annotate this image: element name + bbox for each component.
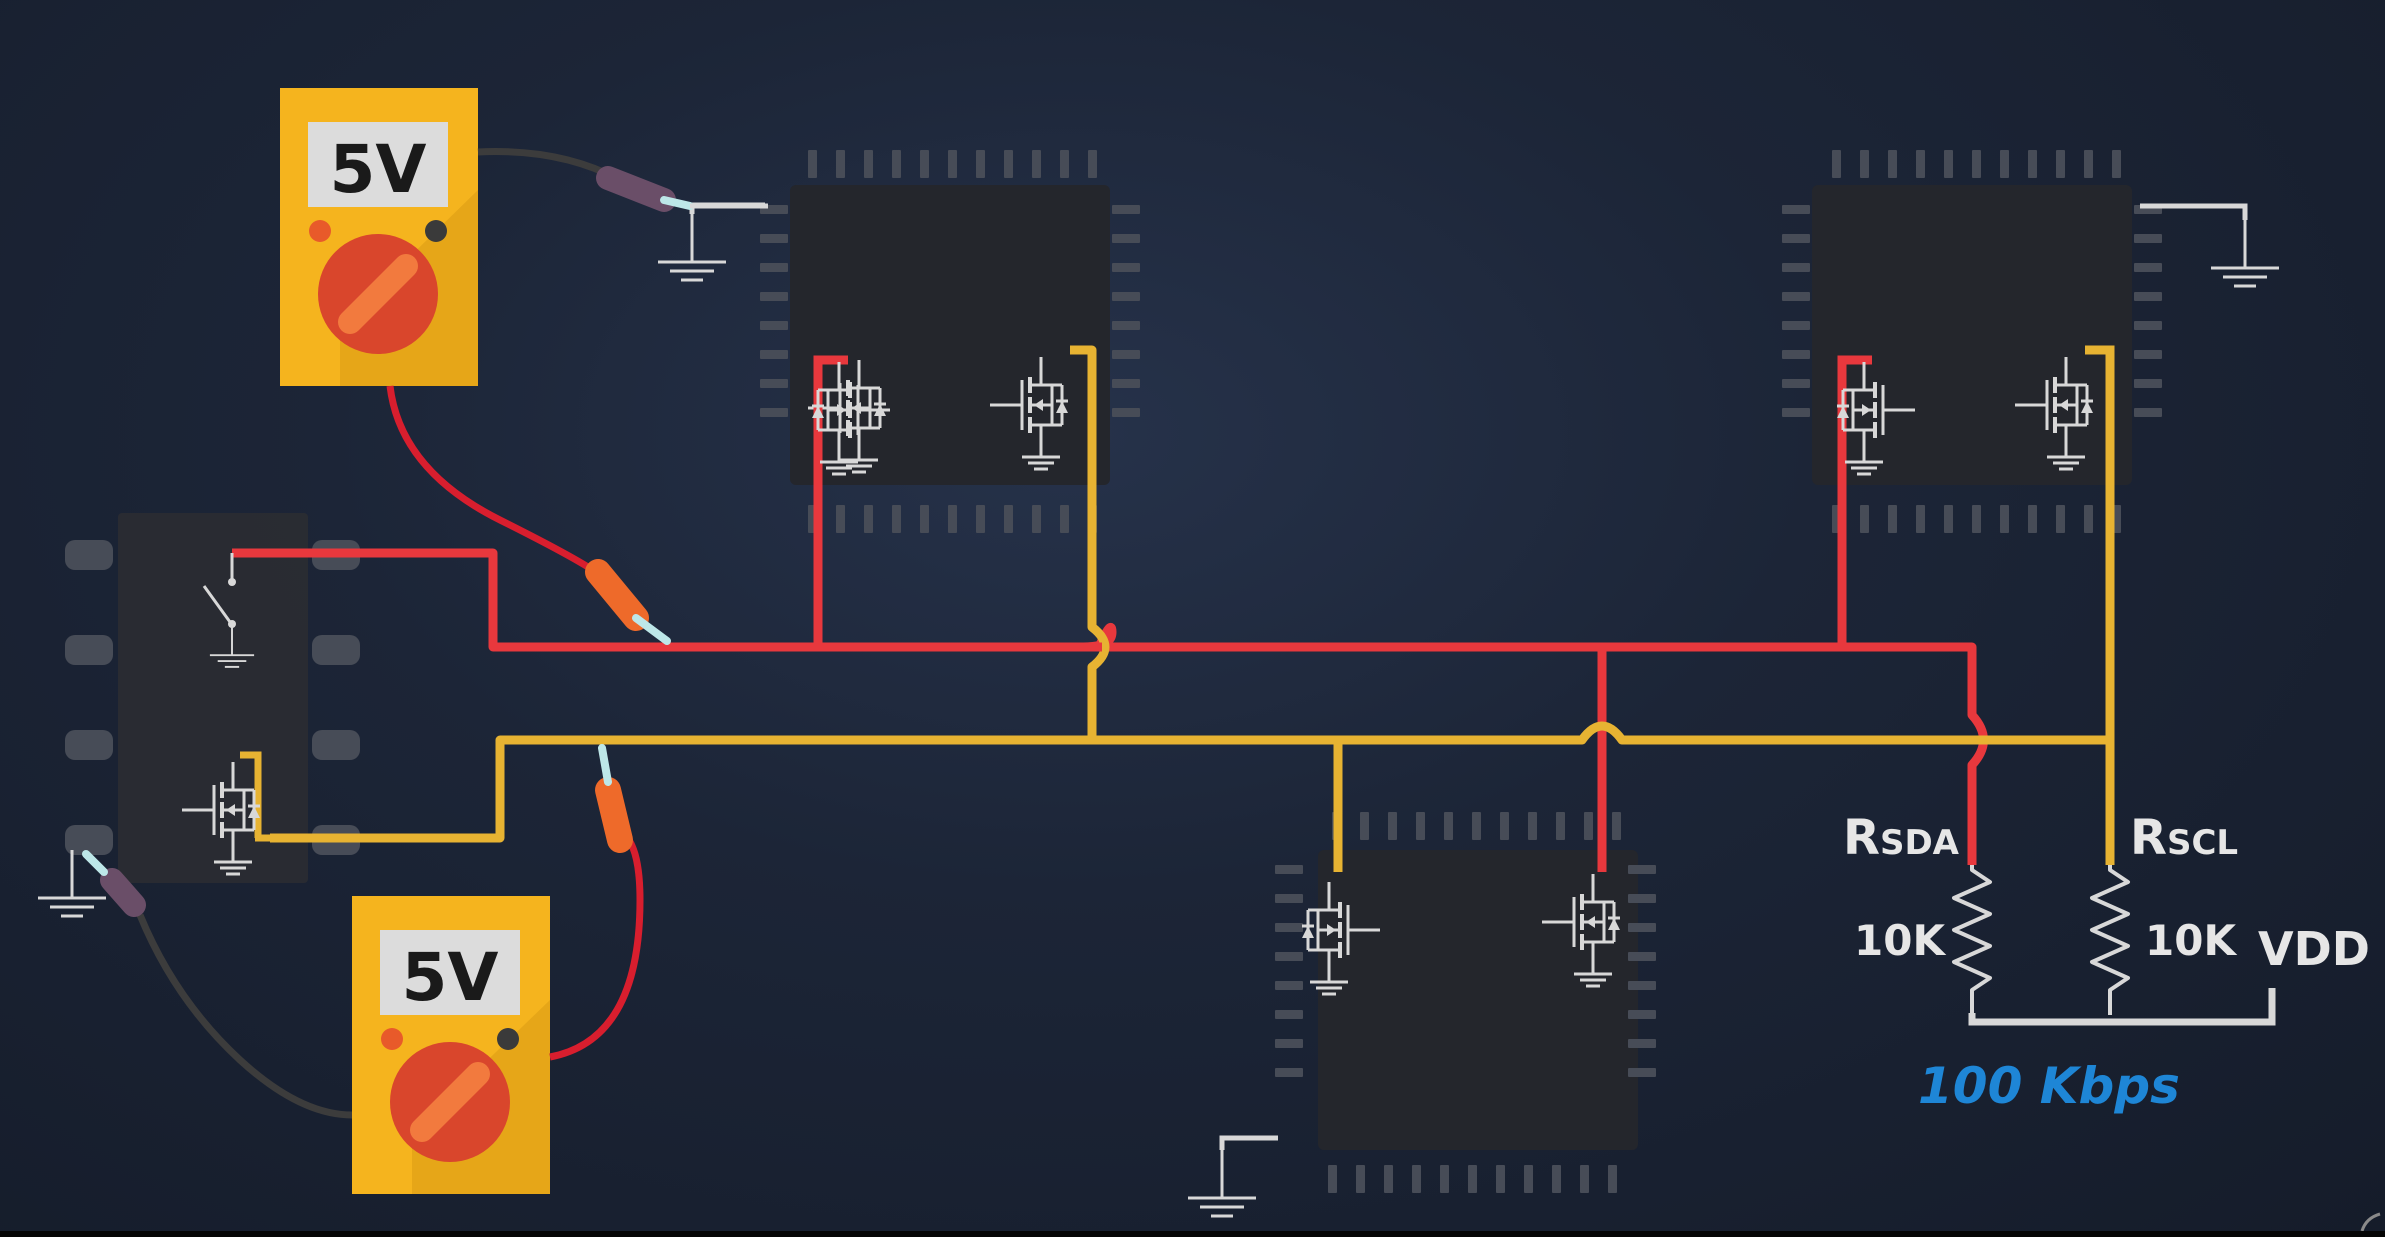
- meter-bottom-black-lead: [136, 913, 353, 1119]
- probe-top-black-icon: [596, 166, 694, 212]
- meter-top-reading: 5V: [329, 131, 426, 208]
- vdd-rail: [1968, 988, 2276, 1026]
- device-chip-3: [1275, 812, 1656, 1193]
- probe-top-red-icon: [585, 559, 671, 645]
- scl-bus-line: [270, 721, 2110, 843]
- corner-mark-icon: [2360, 1212, 2381, 1232]
- resistor-sda-icon: [1952, 865, 1992, 1015]
- rscl-label: RSCL: [2130, 810, 2238, 866]
- master-switch-icon: [202, 553, 256, 668]
- rsda-label: RSDA: [1843, 810, 1960, 866]
- sda-chip2-drop: [1837, 355, 1872, 647]
- probe-bottom-red-icon: [595, 744, 633, 853]
- sda-chip1-drop: [813, 355, 848, 647]
- resistor-scl-icon: [2090, 865, 2130, 1015]
- scl-chip1-drop: [1070, 345, 1110, 740]
- chip3-ground-icon: [1186, 1135, 1278, 1218]
- meter-bottom-reading: 5V: [401, 939, 498, 1016]
- rscl-value: 10K: [2145, 916, 2237, 965]
- chip2-ground-icon: [2140, 203, 2281, 288]
- bottom-bar: [0, 1231, 2385, 1237]
- sda-bus-line: [232, 548, 1842, 652]
- multimeter-bottom: 5V: [352, 896, 550, 1194]
- bus-speed-label: 100 Kbps: [1918, 1057, 2180, 1115]
- vdd-label: VDD: [2258, 922, 2370, 976]
- meter-bottom-red-lead: [549, 832, 644, 1061]
- scl-chip2-drop: [2085, 345, 2115, 865]
- chip1-ground-icon: [656, 202, 765, 282]
- meter-top-red-lead: [386, 385, 603, 578]
- multimeter-top: 5V: [280, 88, 478, 386]
- probe-bottom-black-icon: [82, 850, 146, 917]
- rsda-value: 10K: [1854, 916, 1946, 965]
